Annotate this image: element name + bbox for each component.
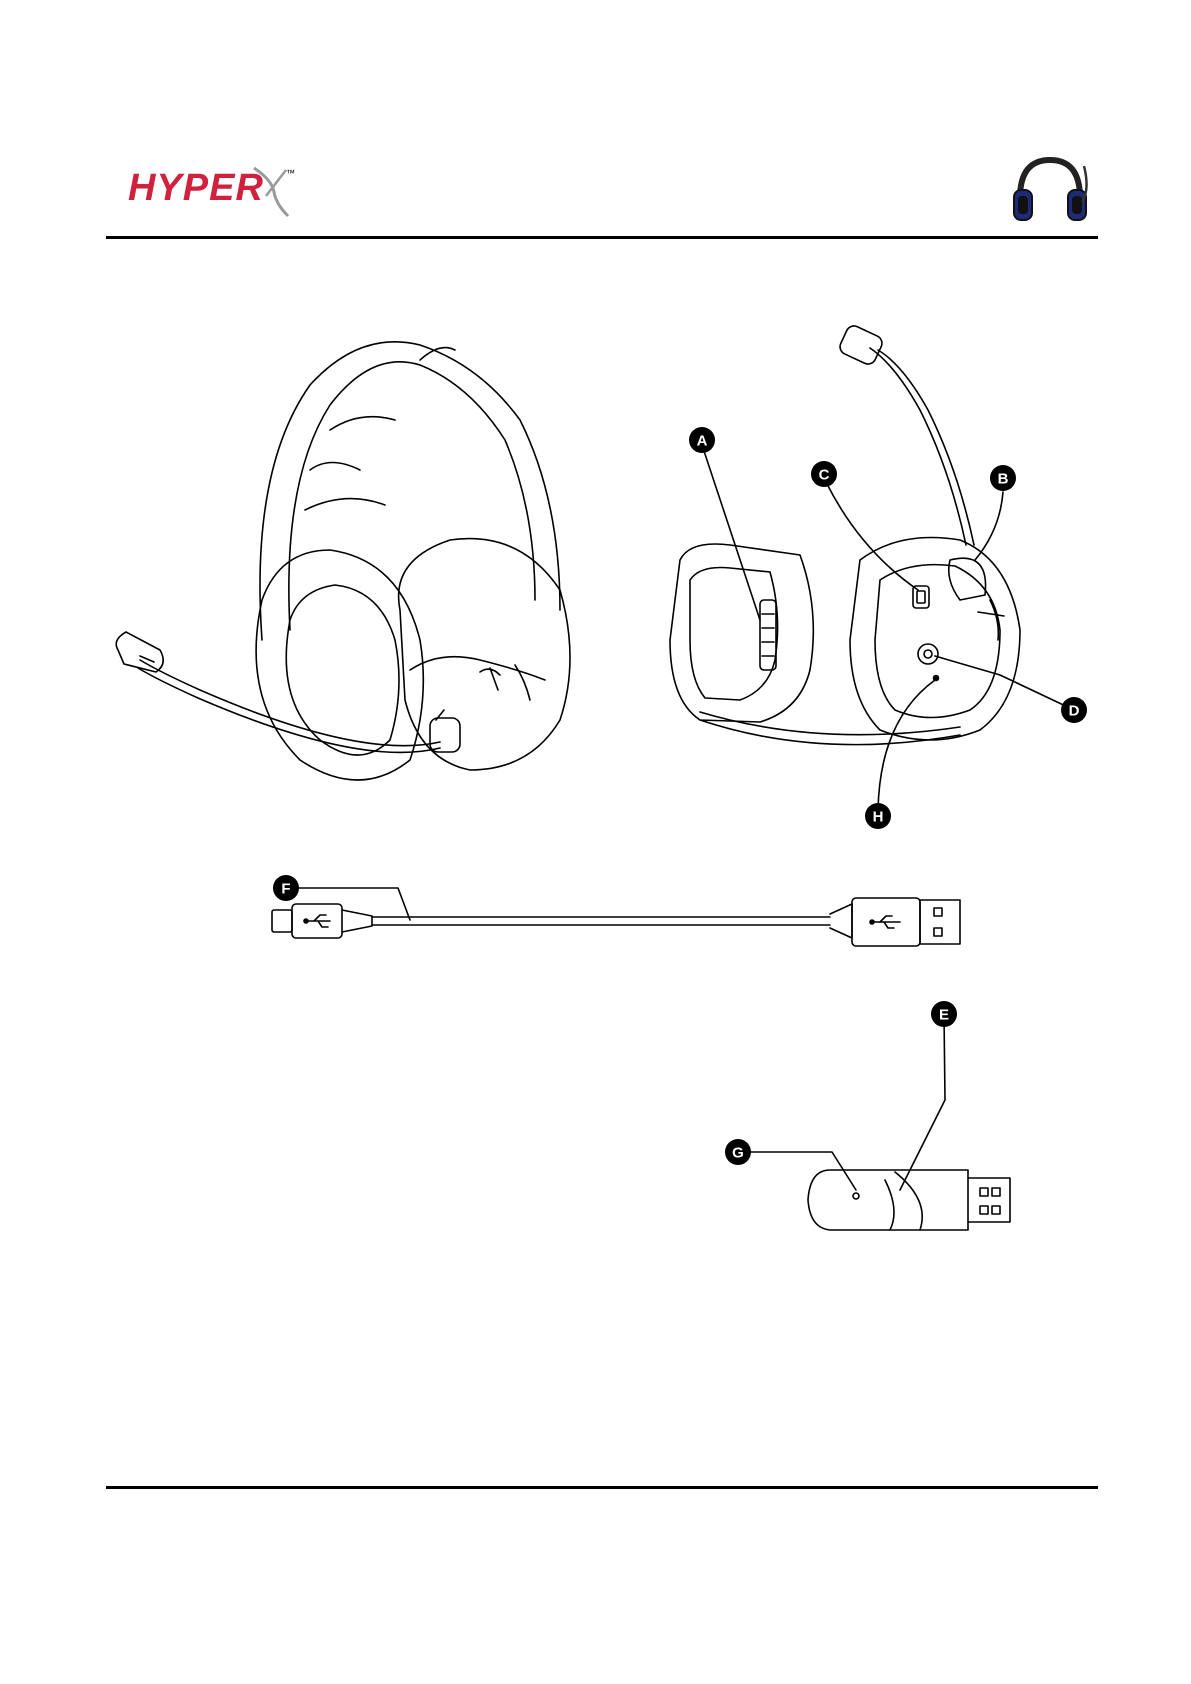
svg-text:A: A	[697, 433, 708, 450]
usb-dongle	[808, 1170, 1010, 1230]
svg-text:C: C	[819, 467, 830, 484]
svg-text:H: H	[873, 809, 884, 826]
callout-h: H	[865, 803, 891, 829]
callout-a: A	[689, 427, 715, 453]
callout-c: C	[811, 461, 837, 487]
callout-g: G	[725, 1139, 751, 1165]
svg-text:G: G	[732, 1145, 744, 1162]
svg-text:E: E	[939, 1007, 949, 1024]
usb-cable	[272, 898, 960, 946]
leader-e	[900, 1014, 945, 1190]
leader-g	[738, 1152, 856, 1190]
headset-front-view	[116, 342, 570, 780]
callout-d: D	[1061, 697, 1087, 723]
svg-text:D: D	[1069, 703, 1080, 720]
callout-e: E	[931, 1001, 957, 1027]
callout-b: B	[990, 465, 1016, 491]
svg-text:B: B	[998, 471, 1009, 488]
callout-f: F	[273, 875, 299, 901]
headset-back-view	[670, 323, 1020, 744]
leader-a	[702, 445, 760, 620]
svg-text:F: F	[281, 881, 290, 898]
leader-c	[826, 482, 918, 590]
